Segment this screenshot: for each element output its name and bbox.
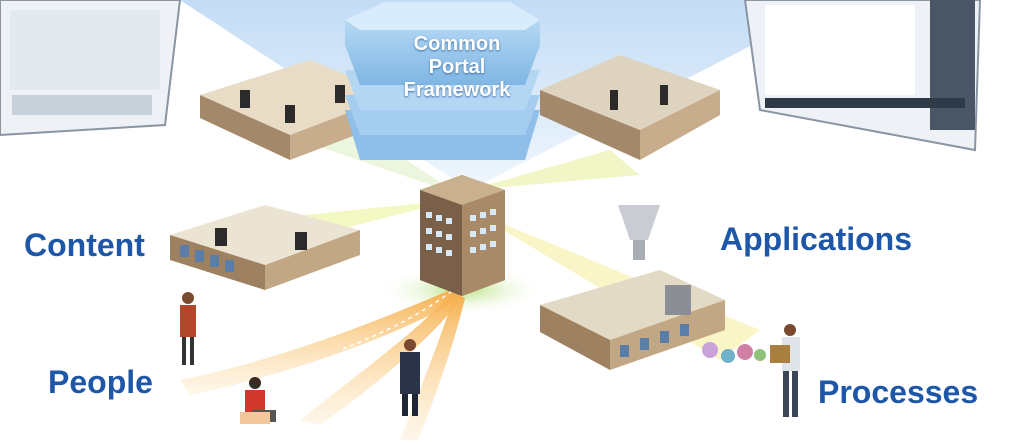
process-gears: [702, 342, 766, 363]
applications-label: Applications: [720, 221, 913, 257]
room-top-right: [540, 55, 720, 160]
person-standing-woman: [180, 292, 196, 365]
room-content: [170, 205, 360, 290]
central-building: [420, 175, 505, 296]
processes-label: Processes: [818, 374, 979, 410]
portal-framework-stack: [345, 2, 540, 160]
person-businessman: [400, 339, 420, 416]
framework-label-line1: Common: [413, 33, 501, 55]
room-applications: [540, 205, 725, 370]
framework-label: Common Portal Framework: [392, 33, 522, 102]
person-laptop-woman: [240, 377, 276, 424]
framework-label-line2: Portal: [428, 56, 486, 78]
people-paths: [180, 290, 465, 440]
browser-window-left: [0, 0, 182, 137]
framework-label-line3: Framework: [403, 79, 511, 101]
content-label: Content: [24, 227, 145, 263]
person-box-carrier: [770, 324, 800, 417]
browser-window-right: [743, 0, 982, 152]
people-label: People: [48, 364, 153, 400]
room-top-left: [200, 60, 395, 160]
